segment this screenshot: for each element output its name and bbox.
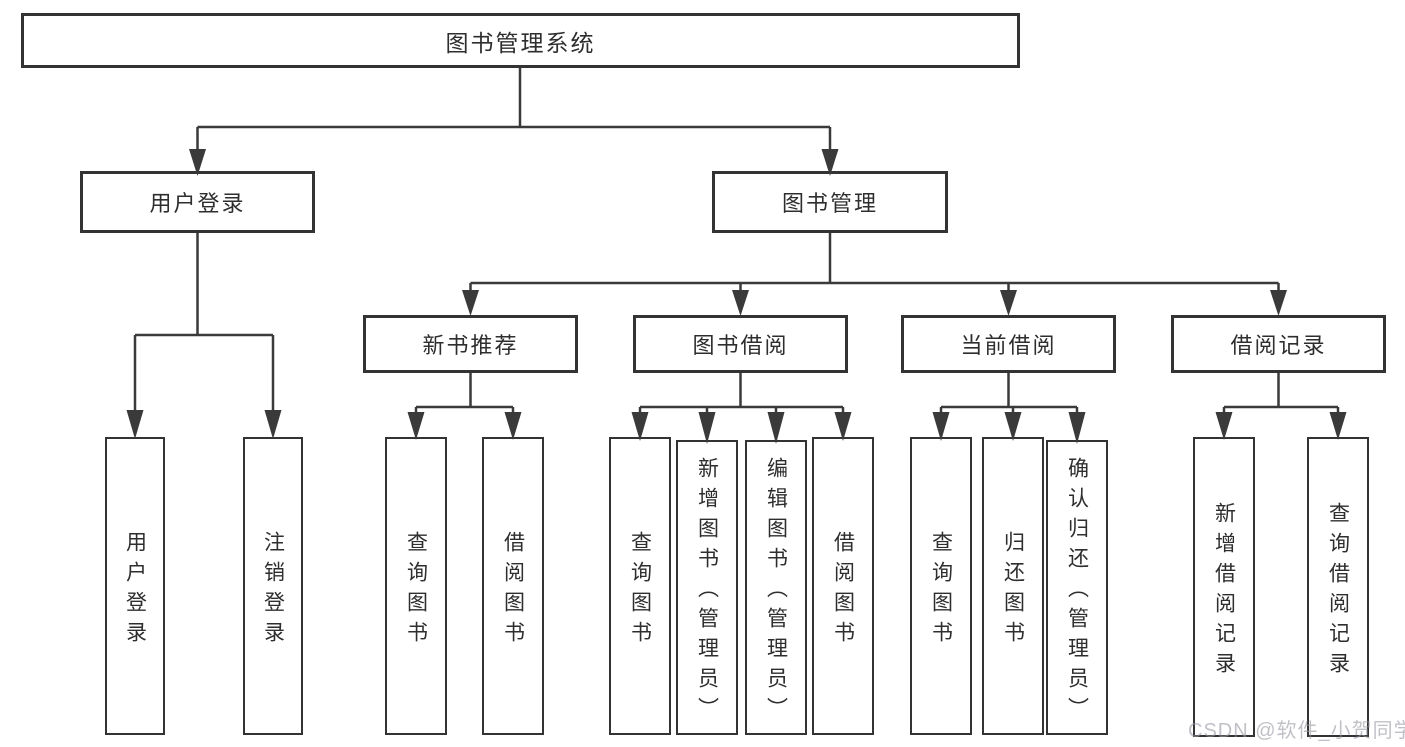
node-borrow-records-label: 借阅记录: [1230, 333, 1327, 358]
node-book-borrow: 图书借阅: [633, 315, 848, 373]
node-root: 图书管理系统: [21, 13, 1020, 68]
leaf-edit-book-admin-label: 编辑图书（管理员）: [764, 457, 788, 727]
leaf-confirm-return-admin-label: 确认归还（管理员）: [1065, 457, 1089, 727]
leaf-query-borrow-record-label: 查询借阅记录: [1326, 501, 1350, 682]
leaf-add-book-admin-label: 新增图书（管理员）: [695, 457, 719, 727]
leaf-query-books-recommend: 查询图书: [385, 437, 447, 735]
leaf-return-books: 归还图书: [982, 437, 1044, 735]
leaf-borrow-books: 借阅图书: [812, 437, 874, 735]
leaf-query-books-borrow-label: 查询图书: [628, 530, 652, 651]
node-current-borrow-label: 当前借阅: [960, 333, 1057, 358]
node-book-borrow-label: 图书借阅: [692, 333, 789, 358]
leaf-borrow-books-recommend-label: 借阅图书: [501, 530, 525, 651]
node-borrow-records: 借阅记录: [1171, 315, 1386, 373]
leaf-return-books-label: 归还图书: [1001, 530, 1025, 651]
node-root-label: 图书管理系统: [445, 29, 596, 56]
leaf-user-login-label: 用户登录: [123, 530, 147, 651]
node-book-management-label: 图书管理: [781, 191, 878, 216]
node-new-book-recommend-label: 新书推荐: [422, 333, 519, 358]
node-user-login: 用户登录: [80, 171, 315, 233]
leaf-query-borrow-record: 查询借阅记录: [1307, 437, 1369, 737]
leaf-logout-label: 注销登录: [261, 530, 285, 651]
leaf-borrow-books-recommend: 借阅图书: [482, 437, 544, 735]
leaf-query-books-current-label: 查询图书: [929, 530, 953, 651]
leaf-query-books-borrow: 查询图书: [609, 437, 671, 735]
leaf-add-borrow-record-label: 新增借阅记录: [1212, 501, 1236, 682]
watermark: CSDN @软件_小贺同学: [1188, 720, 1405, 742]
leaf-query-books-recommend-label: 查询图书: [404, 530, 428, 651]
leaf-add-book-admin: 新增图书（管理员）: [676, 440, 738, 735]
leaf-add-borrow-record: 新增借阅记录: [1193, 437, 1255, 737]
node-current-borrow: 当前借阅: [901, 315, 1116, 373]
leaf-edit-book-admin: 编辑图书（管理员）: [745, 440, 807, 735]
leaf-borrow-books-label: 借阅图书: [831, 530, 855, 651]
leaf-confirm-return-admin: 确认归还（管理员）: [1046, 440, 1108, 735]
node-book-management: 图书管理: [712, 171, 948, 233]
leaf-logout: 注销登录: [243, 437, 303, 735]
leaf-query-books-current: 查询图书: [910, 437, 972, 735]
node-user-login-label: 用户登录: [149, 191, 246, 216]
node-new-book-recommend: 新书推荐: [363, 315, 578, 373]
leaf-user-login: 用户登录: [105, 437, 165, 735]
